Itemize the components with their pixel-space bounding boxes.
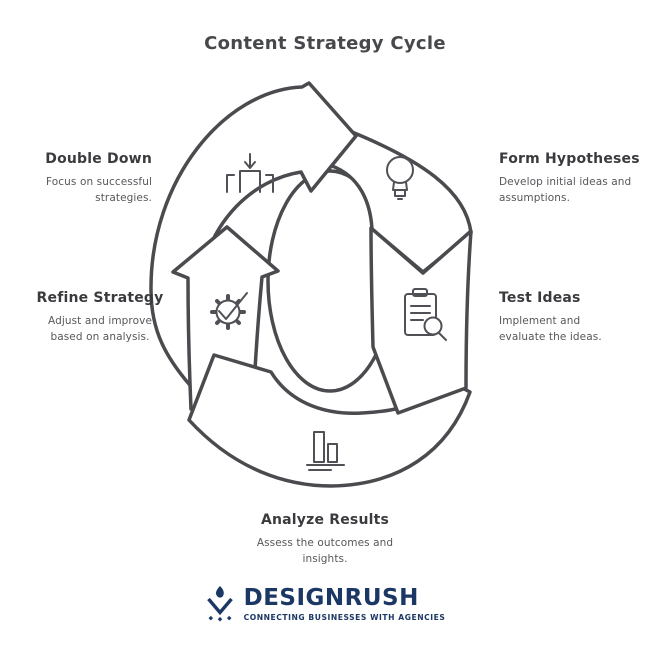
stage-description: Develop initial ideas and assumptions. [499,176,632,205]
stage-title: Analyze Results [260,512,390,528]
stage-test-ideas: Test Ideas Implement and evaluate the id… [499,290,649,346]
logo-tagline: CONNECTING BUSINESSES WITH AGENCIES [243,613,446,623]
stage-description: Assess the outcomes and insights. [256,537,394,566]
stage-title: Test Ideas [499,290,581,306]
stage-title: Refine Strategy [36,290,164,306]
stage-double-down: Double Down Focus on successful strategi… [22,151,152,207]
stage-form-hypotheses: Form Hypotheses Develop initial ideas an… [499,151,649,207]
stage-title: Form Hypotheses [499,151,640,167]
stage-refine-strategy: Refine Strategy Adjust and improve based… [30,290,170,346]
logo-name: DESIGNRUSH [243,584,419,611]
stage-description: Implement and evaluate the ideas. [499,315,602,344]
designrush-logo-icon [206,586,233,622]
designrush-logo: DESIGNRUSH CONNECTING BUSINESSES WITH AG… [0,585,650,623]
stage-description: Adjust and improve based on analysis. [47,315,153,344]
bar-chart-icon [306,431,345,471]
arrow-into-bars-icon [226,153,274,193]
stage-title: Double Down [45,151,152,167]
stage-description: Focus on successful strategies. [46,176,152,205]
page-title: Content Strategy Cycle [204,33,446,54]
bottom-arc-arrow [187,353,472,488]
clipboard-search-icon [404,288,447,341]
lightbulb-icon [386,156,414,200]
gear-check-icon [210,292,248,330]
stage-analyze-results: Analyze Results Assess the outcomes and … [220,512,430,568]
